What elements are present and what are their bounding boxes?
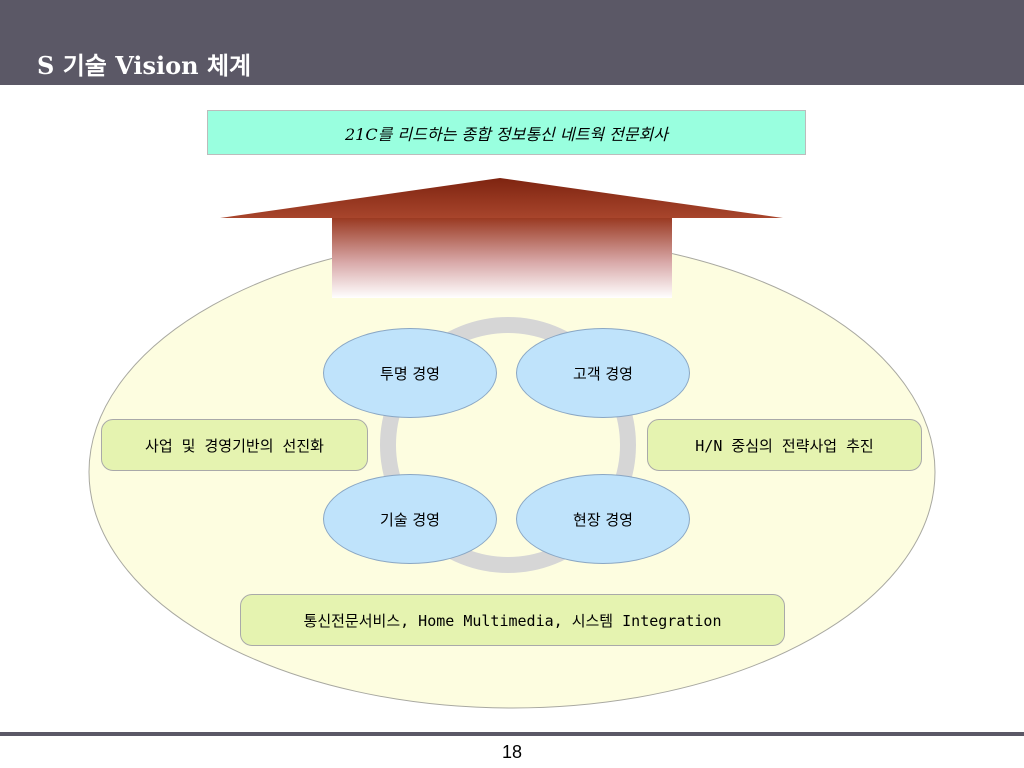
header-bar — [0, 0, 1024, 85]
strategy-bottom: 통신전문서비스, Home Multimedia, 시스템 Integratio… — [240, 594, 785, 646]
strategy-left-text: 사업 및 경영기반의 선진화 — [145, 436, 324, 455]
strategy-right-text: H/N 중심의 전략사업 추진 — [695, 436, 874, 455]
oval-technology-management-text: 기술 경영 — [380, 510, 440, 529]
strategy-bottom-text: 통신전문서비스, Home Multimedia, 시스템 Integratio… — [303, 611, 722, 630]
up-arrow-head — [220, 178, 783, 218]
cycle-ring — [380, 317, 636, 573]
oval-customer-management-text: 고객 경영 — [573, 364, 633, 383]
oval-transparent-management-text: 투명 경영 — [380, 364, 440, 383]
up-arrow-shaft — [332, 218, 672, 298]
oval-field-management: 현장 경영 — [516, 474, 690, 564]
oval-technology-management: 기술 경영 — [323, 474, 497, 564]
oval-customer-management: 고객 경영 — [516, 328, 690, 418]
slide-title: S 기술 Vision 체계 — [37, 51, 252, 80]
strategy-left: 사업 및 경영기반의 선진화 — [101, 419, 368, 471]
vision-statement-box: 21C를 리드하는 종합 정보통신 네트웍 전문회사 — [207, 110, 806, 155]
page-number: 18 — [501, 742, 523, 762]
oval-transparent-management: 투명 경영 — [323, 328, 497, 418]
footer-divider — [0, 732, 1024, 736]
vision-statement-text: 21C를 리드하는 종합 정보통신 네트웍 전문회사 — [345, 124, 668, 144]
strategy-right: H/N 중심의 전략사업 추진 — [647, 419, 922, 471]
oval-field-management-text: 현장 경영 — [573, 510, 633, 529]
